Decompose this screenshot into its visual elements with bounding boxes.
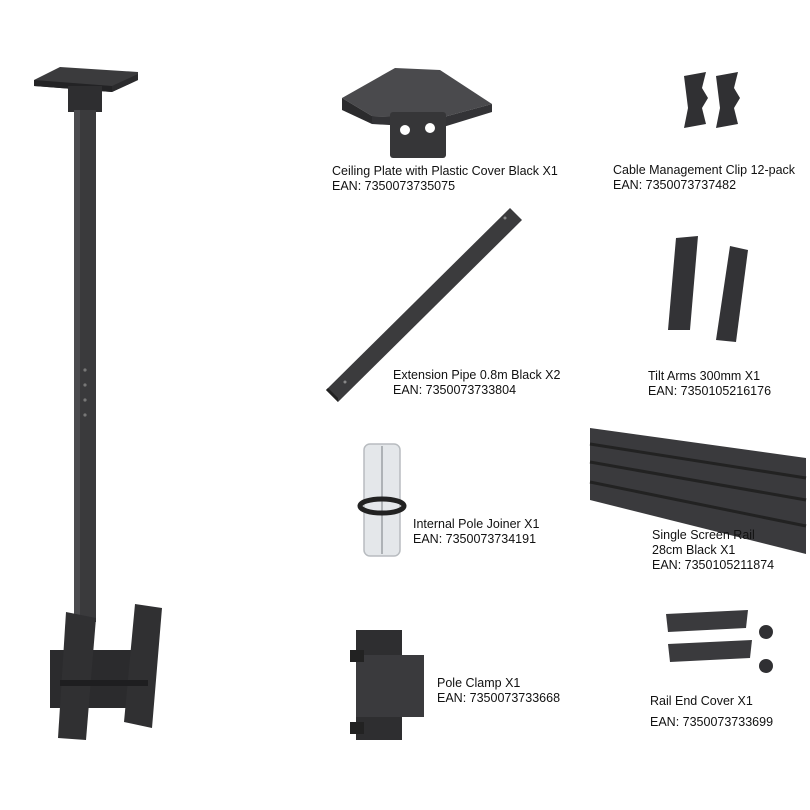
- item-name: Internal Pole Joiner X1: [413, 517, 540, 531]
- item-ean: EAN: 7350073733668: [437, 691, 561, 705]
- item-name: Tilt Arms 300mm X1: [648, 369, 761, 383]
- tilt-arms-image: [668, 236, 748, 342]
- rail-end-cover-image: [666, 610, 773, 673]
- pole-joiner-image: [357, 443, 407, 557]
- item-name: Cable Management Clip 12-pack: [613, 163, 796, 177]
- item-pole-clamp: Pole Clamp X1 EAN: 7350073733668: [437, 676, 560, 706]
- item-cable-clip: Cable Management Clip 12-pack EAN: 73500…: [613, 163, 795, 193]
- ceiling-plate-image: [342, 68, 492, 158]
- assembled-mount-image: [34, 67, 162, 740]
- item-screen-rail: Single Screen Rail 28cm Black X1 EAN: 73…: [652, 528, 774, 573]
- screen-rail-image: [589, 428, 807, 554]
- extension-pipe-image: [326, 208, 522, 402]
- item-name-line2: 28cm Black X1: [652, 543, 736, 557]
- cable-clip-image: [684, 72, 740, 128]
- item-ean: EAN: 7350073733804: [393, 383, 517, 397]
- item-name: Rail End Cover X1: [650, 694, 753, 708]
- item-ean: EAN: 7350073735075: [332, 179, 456, 193]
- item-ean: EAN: 7350105211874: [652, 558, 775, 572]
- item-name: Ceiling Plate with Plastic Cover Black X…: [332, 164, 558, 178]
- item-rail-end-cover: Rail End Cover X1 EAN: 7350073733699: [650, 694, 773, 730]
- item-ean: EAN: 7350073737482: [613, 178, 737, 192]
- item-extension-pipe: Extension Pipe 0.8m Black X2 EAN: 735007…: [393, 368, 560, 398]
- item-ean: EAN: 7350073733699: [650, 715, 774, 729]
- item-name: Pole Clamp X1: [437, 676, 521, 690]
- item-tilt-arms: Tilt Arms 300mm X1 EAN: 7350105216176: [648, 369, 771, 399]
- item-ceiling-plate: Ceiling Plate with Plastic Cover Black X…: [332, 164, 558, 194]
- item-name: Extension Pipe 0.8m Black X2: [393, 368, 561, 382]
- item-ean: EAN: 7350105216176: [648, 384, 772, 398]
- item-pole-joiner: Internal Pole Joiner X1 EAN: 73500737341…: [413, 517, 539, 547]
- pole-clamp-image: [350, 630, 424, 740]
- item-name-line1: Single Screen Rail: [652, 528, 755, 542]
- item-ean: EAN: 7350073734191: [413, 532, 537, 546]
